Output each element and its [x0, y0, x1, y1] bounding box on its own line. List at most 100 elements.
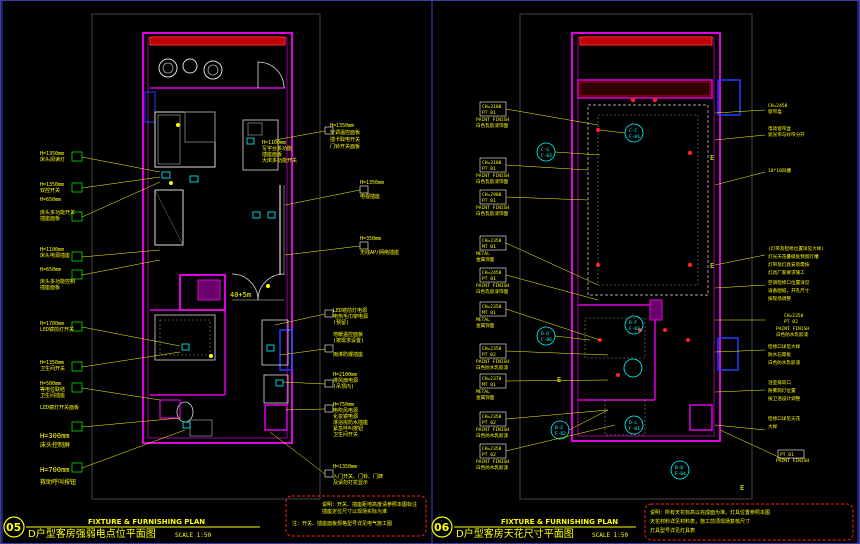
- svg-text:雨淋防爆插座: 雨淋防爆插座: [333, 351, 363, 358]
- svg-text:D-D: D-D: [541, 331, 549, 337]
- right-ceiling-plan: C-CF-01 C-GF-03 D-FF-02 D-DF-06 B-EF-02 …: [536, 32, 744, 492]
- svg-text:床头阅读灯: 床头阅读灯: [40, 156, 65, 163]
- svg-text:H=2100mm: H=2100mm: [333, 372, 357, 378]
- svg-text:CH=3100: CH=3100: [482, 160, 502, 166]
- sheet-number-05: 05: [6, 521, 21, 534]
- svg-text:F-04: F-04: [675, 471, 686, 477]
- svg-text:白色防水乳胶漆: 白色防水乳胶漆: [476, 432, 509, 439]
- svg-text:床头电源插座: 床头电源插座: [40, 252, 70, 259]
- svg-text:PAINT FINISH: PAINT FINISH: [776, 326, 809, 332]
- svg-text:插卡取电开关: 插卡取电开关: [330, 136, 360, 143]
- svg-text:PT 01: PT 01: [780, 452, 794, 458]
- svg-text:H=1350mm: H=1350mm: [40, 151, 64, 157]
- svg-text:PT 01: PT 01: [482, 276, 496, 282]
- svg-text:防水石膏板: 防水石膏板: [768, 351, 791, 358]
- callout-h700-sub: 救助呼叫按钮: [40, 478, 76, 486]
- svg-text:窗帘盒: 窗帘盒: [768, 108, 782, 115]
- svg-text:电吹风电源: 电吹风电源: [333, 407, 358, 414]
- svg-text:地暖温控面板: 地暖温控面板: [333, 331, 363, 338]
- svg-text:金属饰面: 金属饰面: [476, 256, 495, 263]
- right-note-2: 天花材料详见材料表，施工前须现场复核尺寸: [650, 518, 750, 525]
- svg-text:灯具厂家要求施工: 灯具厂家要求施工: [768, 269, 805, 276]
- svg-text:插座面板: 插座面板: [40, 284, 60, 291]
- svg-text:白色乳胶漆饰面: 白色乳胶漆饰面: [476, 288, 509, 295]
- svg-text:防雾筒灯位置: 防雾筒灯位置: [768, 387, 796, 394]
- svg-text:H=750mm: H=750mm: [333, 402, 354, 408]
- svg-text:H=1100mm: H=1100mm: [262, 140, 286, 146]
- svg-text:H=1700mm: H=1700mm: [40, 321, 64, 327]
- svg-text:PAINT FINISH: PAINT FINISH: [776, 458, 809, 464]
- svg-text:F-02: F-02: [629, 326, 640, 332]
- svg-text:H=1350mm: H=1350mm: [40, 182, 64, 188]
- svg-text:MT 01: MT 01: [482, 382, 496, 388]
- svg-text:卫生间开关: 卫生间开关: [40, 365, 65, 372]
- svg-text:检修口详见天花: 检修口详见天花: [768, 415, 801, 422]
- sheet-heading-05: FIXTURE & FURNISHING PLAN: [88, 518, 205, 526]
- svg-text:LED镜前灯开关: LED镜前灯开关: [40, 326, 74, 333]
- sheet-scale-06: SCALE 1:50: [592, 532, 629, 539]
- svg-text:(预留): (预留): [333, 319, 349, 326]
- svg-text:D-L: D-L: [629, 420, 637, 426]
- svg-text:H=1350mm: H=1350mm: [330, 123, 354, 129]
- svg-text:排风扇电源: 排风扇电源: [333, 377, 358, 384]
- svg-text:白色防水乳胶漆: 白色防水乳胶漆: [476, 364, 509, 371]
- svg-text:等电位联结: 等电位联结: [40, 386, 65, 393]
- svg-text:PAINT FINISH: PAINT FINISH: [476, 359, 509, 365]
- left-notes-box: 说明：开关、插座距地高度请参照本图标注 插座定位尺寸以现场实际为准 注：开关、插…: [285, 495, 427, 537]
- svg-text:入门开关、门铃、门牌: 入门开关、门铃、门牌: [333, 473, 383, 480]
- svg-text:LED镜灯开关面板: LED镜灯开关面板: [40, 404, 79, 411]
- svg-text:电动窗帘盒: 电动窗帘盒: [768, 125, 791, 132]
- svg-text:E: E: [740, 484, 744, 492]
- svg-text:检修口详见大样: 检修口详见大样: [768, 343, 801, 350]
- svg-text:E: E: [557, 376, 561, 384]
- svg-text:卫生间开关: 卫生间开关: [333, 431, 358, 438]
- svg-text:灯光天花叠级处预留灯槽: 灯光天花叠级处预留灯槽: [768, 253, 819, 260]
- svg-text:(按需求设置): (按需求设置): [333, 337, 364, 344]
- svg-text:H=1350mm: H=1350mm: [360, 180, 384, 186]
- svg-text:B-B: B-B: [675, 465, 683, 471]
- svg-text:无线AP/网络插座: 无线AP/网络插座: [360, 249, 399, 256]
- svg-text:灯带及灯具安装需按: 灯带及灯具安装需按: [768, 261, 810, 268]
- svg-text:化妆镜电源: 化妆镜电源: [333, 413, 358, 420]
- svg-text:电热毛巾架电源: 电热毛巾架电源: [333, 313, 368, 320]
- svg-text:H=1350mm: H=1350mm: [333, 464, 357, 470]
- svg-text:及请勿打扰显示: 及请勿打扰显示: [333, 479, 368, 486]
- svg-text:E: E: [710, 262, 714, 270]
- svg-text:淋浴房防水插座: 淋浴房防水插座: [333, 419, 368, 426]
- svg-text:H=650mm: H=650mm: [40, 267, 61, 273]
- svg-text:(灯带及检修位置详见大样): (灯带及检修位置详见大样): [768, 245, 824, 252]
- svg-text:白色防水乳胶漆: 白色防水乳胶漆: [776, 331, 809, 338]
- svg-text:METAL: METAL: [476, 251, 490, 257]
- svg-text:LED镜前灯电源: LED镜前灯电源: [333, 307, 367, 314]
- svg-text:CH=2450: CH=2450: [482, 270, 502, 276]
- svg-text:C-G: C-G: [541, 147, 549, 153]
- svg-text:门铃开关面板: 门铃开关面板: [330, 143, 360, 150]
- svg-text:METAL: METAL: [476, 317, 490, 323]
- sheet-title-06: D户型客房天花尺寸平面图: [456, 527, 574, 540]
- svg-text:紧急呼叫按钮: 紧急呼叫按钮: [333, 425, 363, 432]
- svg-text:白色防水乳胶漆: 白色防水乳胶漆: [768, 359, 801, 366]
- left-note-3: 注：开关、插座面板规格型号详见电气施工图: [292, 520, 392, 527]
- svg-text:PT 01: PT 01: [482, 110, 496, 116]
- svg-text:F-06: F-06: [541, 337, 552, 343]
- svg-text:金属饰面: 金属饰面: [476, 322, 495, 329]
- left-note-2: 插座定位尺寸以现场实际为准: [322, 508, 387, 515]
- svg-text:CH=2350: CH=2350: [784, 313, 804, 319]
- svg-text:空调检修口位置详见: 空调检修口位置详见: [768, 279, 810, 286]
- callout-h300-sub: 床头控制屏: [40, 441, 70, 449]
- svg-text:(吊顶内): (吊顶内): [333, 383, 354, 390]
- svg-text:H=1350mm: H=1350mm: [40, 360, 64, 366]
- svg-text:PAINT FINISH: PAINT FINISH: [476, 459, 509, 465]
- svg-text:PAINT FINISH: PAINT FINISH: [476, 205, 509, 211]
- svg-text:CH=2350: CH=2350: [482, 446, 502, 452]
- svg-text:PT 01: PT 01: [482, 166, 496, 172]
- left-title-block: 05 FIXTURE & FURNISHING PLAN D户型客房强弱电点位平…: [3, 516, 260, 540]
- svg-text:空调温控面板: 空调温控面板: [330, 129, 360, 136]
- svg-text:CH=2350: CH=2350: [482, 304, 502, 310]
- svg-text:双控开关: 双控开关: [40, 187, 60, 194]
- svg-text:PT 02: PT 02: [784, 319, 798, 325]
